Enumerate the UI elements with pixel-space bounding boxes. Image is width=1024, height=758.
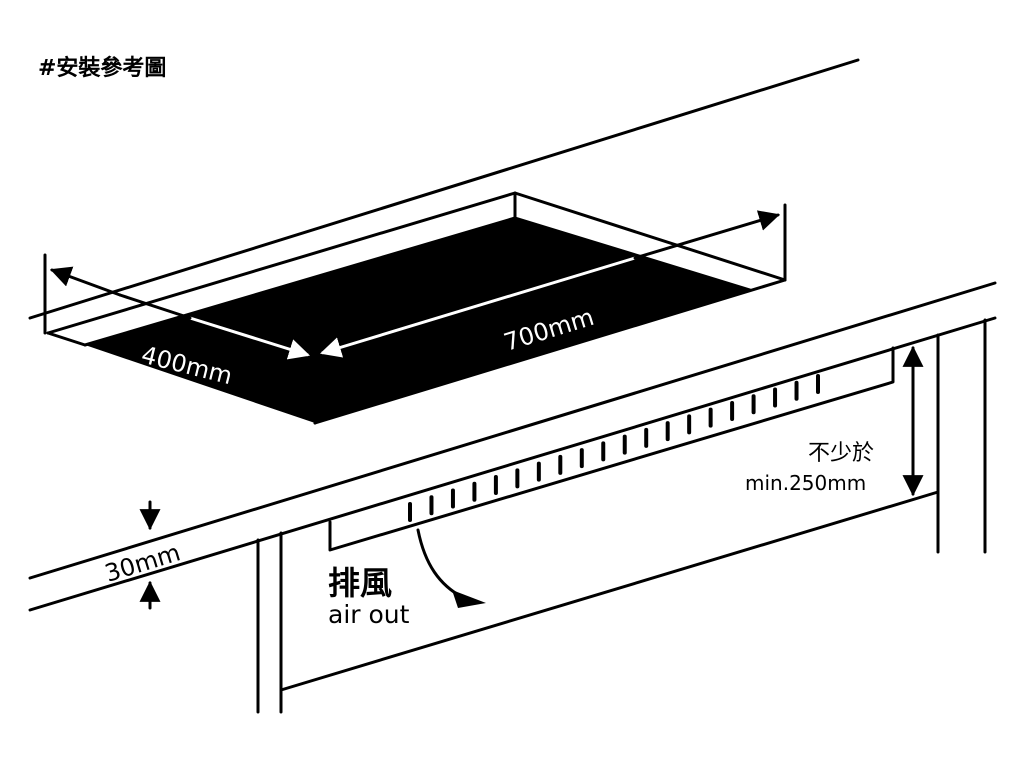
thickness-label: 30mm [102, 538, 184, 587]
air-out-arrow [416, 528, 464, 599]
air-out-label-en: air out [328, 600, 410, 629]
clearance-label-cn: 不少於 [808, 441, 874, 466]
cutout-rim-inner-top [83, 216, 517, 347]
width-dimension-line-mid [118, 293, 192, 320]
vent-panel-outline [328, 346, 895, 552]
countertop-back-edge [28, 58, 860, 320]
width-dimension-line-outside [50, 266, 122, 297]
vent-slots [408, 374, 820, 522]
cutout-opening [85, 218, 750, 423]
countertop-front-bottom-edge [28, 316, 997, 612]
air-out-arrow-head [452, 590, 486, 608]
air-out-label-cn: 排風 [328, 564, 392, 602]
length-dimension-line-outside [633, 210, 781, 260]
cutout-rim-inner-right [513, 216, 752, 292]
length-dimension-line-inside [319, 256, 636, 358]
clearance-label-en: min.250mm [745, 471, 866, 495]
cabinet-bottom-rail [279, 490, 940, 692]
cutout-rim-back-left [46, 331, 87, 347]
cutout-rim [46, 191, 787, 425]
countertop-front-top-edge [28, 281, 997, 580]
diagram-title: #安裝參考圖 [38, 55, 166, 81]
width-dimension-line-inside [189, 316, 311, 360]
